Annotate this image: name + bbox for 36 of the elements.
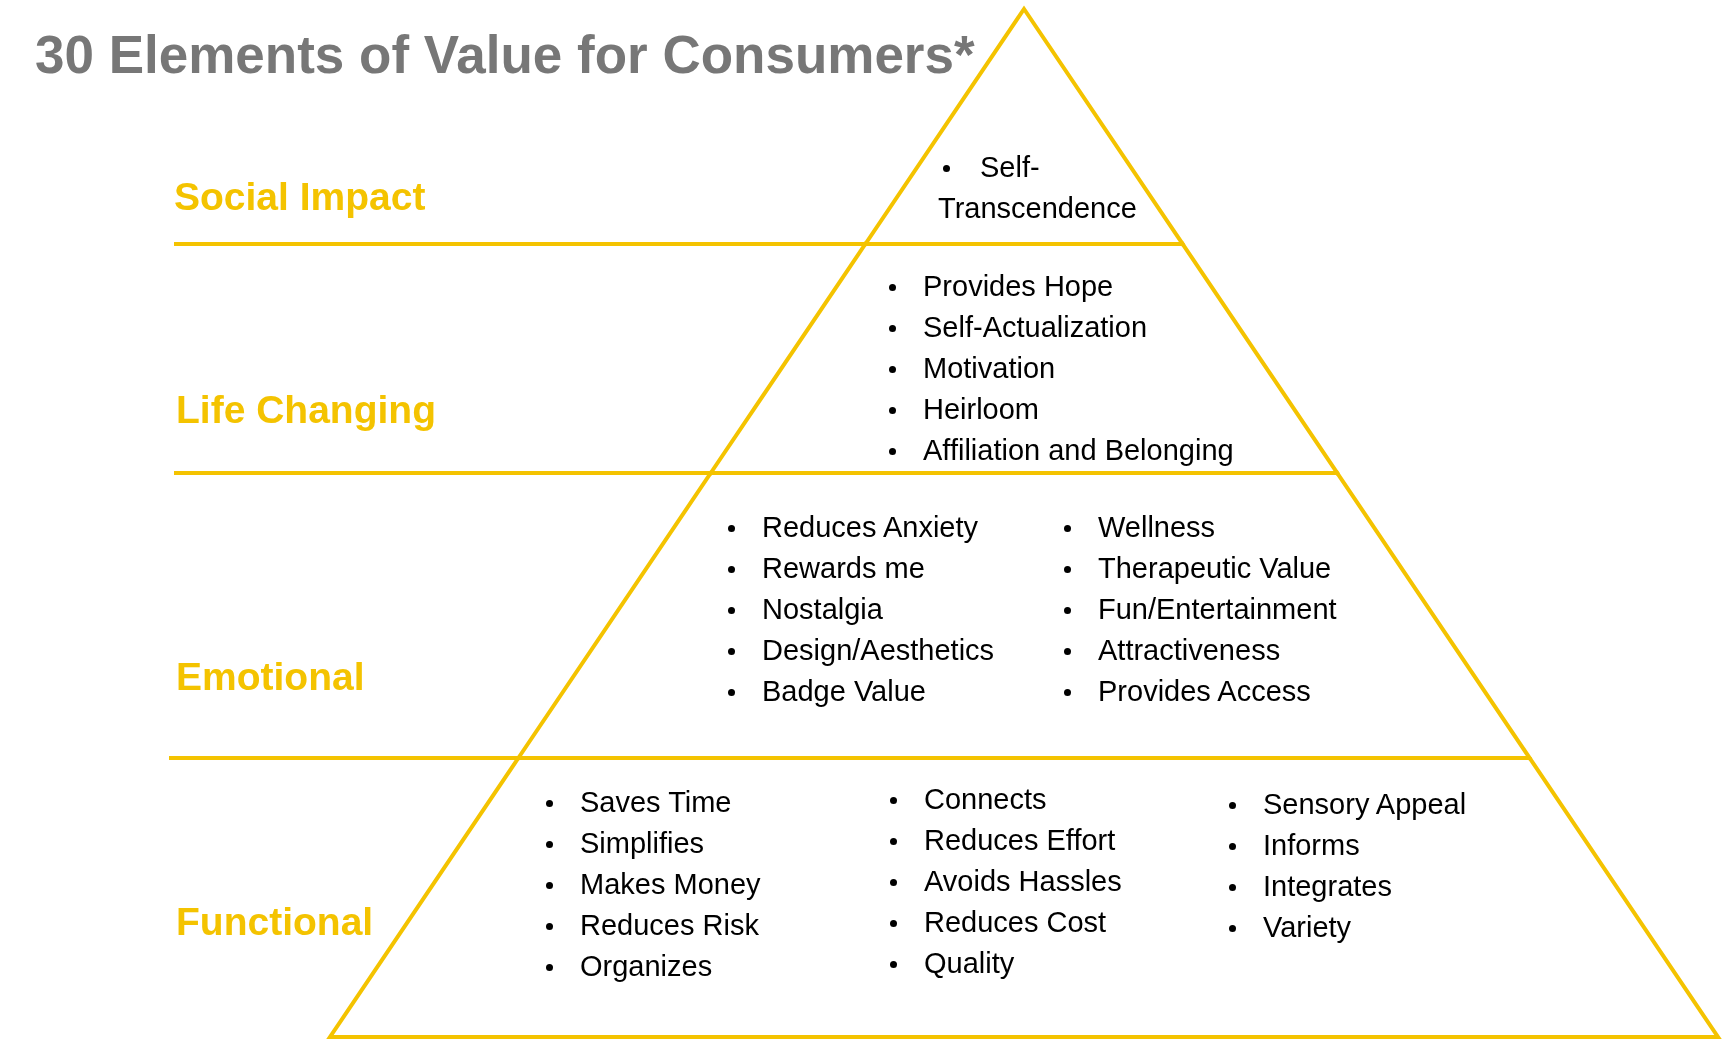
bullet-item: Provides Access xyxy=(1061,670,1337,712)
bullet-item: Informs xyxy=(1226,824,1467,866)
bullet-item: Design/Aesthetics xyxy=(725,629,995,671)
bullet-item: Saves Time xyxy=(543,781,761,823)
pyramid-tier xyxy=(169,468,1533,761)
bullet-item: Variety xyxy=(1226,906,1467,948)
bullet-item: Provides Hope xyxy=(886,265,1234,307)
bullet-item: Self-Transcendence xyxy=(938,146,1153,229)
bullet-item: Motivation xyxy=(886,347,1234,389)
bullet-item: Organizes xyxy=(543,945,761,987)
tier-heading: Functional xyxy=(176,898,374,945)
title: 30 Elements of Value for Consumers* xyxy=(35,28,975,81)
bullet-item: Quality xyxy=(887,942,1122,984)
bullet-item: Sensory Appeal xyxy=(1226,783,1467,825)
tier-heading: Social Impact xyxy=(174,173,426,220)
bullet-item: Rewards me xyxy=(725,547,995,589)
tier-heading: Life Changing xyxy=(176,386,436,433)
bullet-item: Fun/Entertainment xyxy=(1061,588,1337,630)
bullet-item: Reduces Risk xyxy=(543,904,761,946)
bullet-item: Therapeutic Value xyxy=(1061,547,1337,589)
tier-heading: Emotional xyxy=(176,653,365,700)
bullet-item: Self-Actualization xyxy=(886,306,1234,348)
bullet-item: Affiliation and Belonging xyxy=(886,429,1234,471)
bullet-item: Reduces Effort xyxy=(887,819,1122,861)
bullet-item: Reduces Anxiety xyxy=(725,506,995,548)
bullet-item: Badge Value xyxy=(725,670,995,712)
bullet-item: Reduces Cost xyxy=(887,901,1122,943)
bullet-item: Integrates xyxy=(1226,865,1467,907)
bullet-item: Attractiveness xyxy=(1061,629,1337,671)
bullet-item: Wellness xyxy=(1061,506,1337,548)
bullet-item: Makes Money xyxy=(543,863,761,905)
bullet-item: Simplifies xyxy=(543,822,761,864)
bullet-item: Connects xyxy=(887,778,1122,820)
bullet-item: Avoids Hassles xyxy=(887,860,1122,902)
bullet-item: Nostalgia xyxy=(725,588,995,630)
bullet-item: Heirloom xyxy=(886,388,1234,430)
